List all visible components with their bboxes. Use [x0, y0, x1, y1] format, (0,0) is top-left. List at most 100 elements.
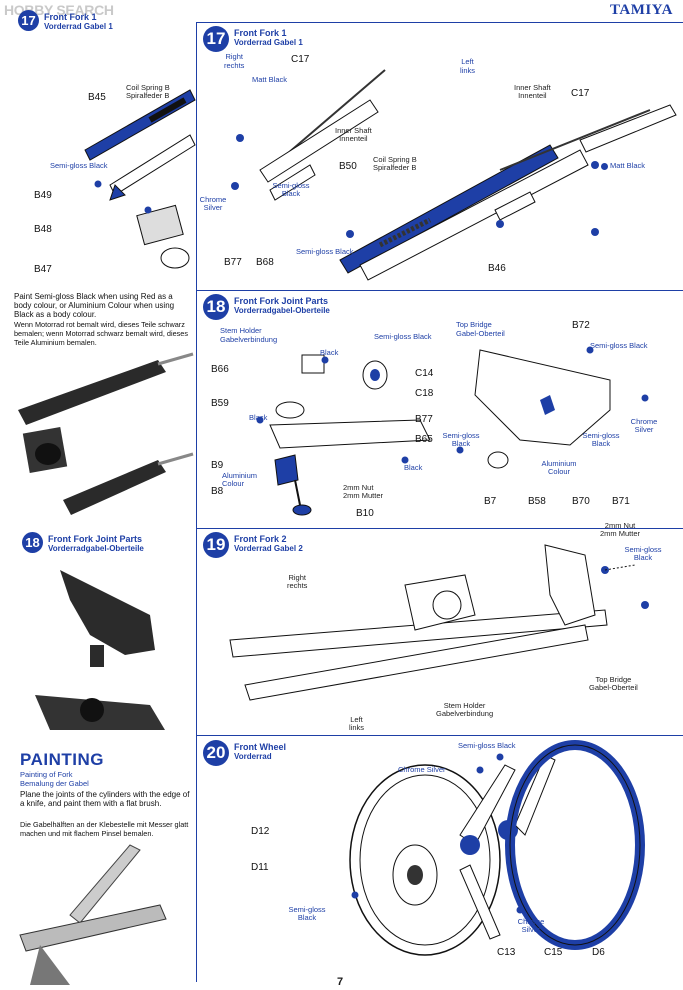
- paint-semi-gloss-2: Semi-gloss Black: [590, 341, 648, 350]
- part-c17-left: C17: [571, 88, 590, 99]
- part-b10: B10: [356, 508, 374, 519]
- fork-photo: [18, 352, 194, 515]
- painting-photo: [19, 844, 167, 985]
- left-step17-heading: 17 Front Fork 1 Vorderrad Gabel 1: [18, 10, 113, 32]
- rule-19: [196, 528, 683, 529]
- painting-text: Plane the joints of the cylinders with t…: [20, 790, 190, 808]
- paint-black-2: Black: [249, 413, 268, 422]
- part-b77: B77: [415, 414, 433, 425]
- paint-semi-gloss: Semi-gloss Black: [50, 161, 108, 170]
- paint-black-1: Black: [320, 348, 339, 357]
- part-b70: B70: [572, 496, 590, 507]
- part-c18: C18: [415, 388, 434, 399]
- painting-subtitle: Painting of Fork: [20, 770, 73, 779]
- part-b46: B46: [488, 263, 506, 274]
- rule-18: [196, 290, 683, 291]
- rule-top: [196, 22, 683, 23]
- paint-note: Paint Semi-gloss Black when using Red as…: [14, 292, 175, 319]
- step-title-de: Vorderradgabel-Oberteile: [234, 306, 330, 315]
- wheel-diagram: [349, 740, 645, 956]
- paint-black-3: Black: [404, 463, 423, 472]
- paint-aluminium-2: Aluminium Colour: [541, 459, 577, 476]
- step-title: Front Fork 1: [44, 12, 97, 22]
- paint-matt-black-2: Matt Black: [601, 162, 645, 170]
- step-title: Front Fork Joint Parts: [48, 534, 143, 544]
- fork2-diagram: [229, 544, 649, 701]
- step19-heading: 19 Front Fork 2 Vorderrad Gabel 2: [203, 532, 303, 558]
- paint-chrome-silver: Chrome Silver: [199, 195, 227, 212]
- painting-subtitle-de: Bemalung der Gabel: [20, 779, 89, 788]
- part-b7: B7: [484, 496, 497, 507]
- page-number: 7: [337, 976, 344, 988]
- paint-semi-gloss-2: Semi-gloss Black: [288, 905, 326, 922]
- step18-heading: 18 Front Fork Joint Parts Vorderradgabel…: [203, 294, 330, 320]
- step-number: 18: [22, 532, 43, 553]
- fork-right-diagram: [84, 89, 196, 269]
- step-title: Front Fork 1: [234, 28, 287, 38]
- paint-chrome-silver-1: Chrome Silver: [398, 765, 446, 774]
- paint-semi-gloss-1: Semi-gloss Black: [458, 741, 516, 750]
- step-title-de: Vorderrad: [234, 752, 272, 761]
- step-title-de: Vorderrad Gabel 2: [234, 544, 303, 553]
- part-d11: D11: [251, 862, 269, 873]
- part-d6: D6: [592, 947, 605, 958]
- part-c14: C14: [415, 368, 434, 379]
- step-number: 17: [18, 10, 39, 31]
- left-step18-heading: 18 Front Fork Joint Parts Vorderradgabel…: [22, 532, 144, 554]
- paint-semi-gloss-1: Semi-gloss Black: [374, 332, 432, 341]
- paint-semi-gloss-4: Semi-gloss Black: [582, 431, 620, 448]
- paint-semi-gloss-3: Semi-gloss Black: [442, 431, 480, 448]
- brand-logo: TAMIYA: [609, 2, 673, 18]
- paint-chrome-silver: Chrome Silver: [630, 417, 658, 434]
- step-title-de: Vorderradgabel-Oberteile: [48, 544, 144, 553]
- part-b77: B77: [224, 257, 242, 268]
- part-d12: D12: [251, 826, 270, 837]
- part-b71: B71: [612, 496, 630, 507]
- step-number: 17: [203, 26, 229, 52]
- part-c17-right: C17: [291, 54, 310, 65]
- part-c13: C13: [497, 947, 516, 958]
- painting-title: PAINTING: [20, 750, 104, 769]
- part-b8: B8: [211, 486, 224, 497]
- paint-semi-gloss: Semi-gloss Black: [624, 545, 662, 562]
- part-b68: B68: [256, 257, 274, 268]
- step-title-de: Vorderrad Gabel 1: [234, 38, 303, 47]
- part-c15: C15: [544, 947, 563, 958]
- painting-text-de: Die Gabelhälften an der Klebestelle mit …: [20, 820, 189, 838]
- paint-note-de: Wenn Motorrad rot bemalt wird, dieses Te…: [14, 320, 188, 347]
- step20-heading: 20 Front Wheel Vorderrad: [203, 740, 286, 766]
- part-b58: B58: [528, 496, 546, 507]
- part-b9: B9: [211, 460, 224, 471]
- column-divider: [196, 22, 197, 982]
- step-number: 19: [203, 532, 229, 558]
- part-b47: B47: [34, 264, 52, 275]
- paint-semi-gloss: Semi-gloss Black: [272, 181, 310, 198]
- step-number: 20: [203, 740, 229, 766]
- step-title-de: Vorderrad Gabel 1: [44, 22, 113, 31]
- joint-parts-diagram: [256, 346, 649, 516]
- part-b49: B49: [34, 190, 52, 201]
- step-title: Front Wheel: [234, 742, 286, 752]
- step17-heading: 17 Front Fork 1 Vorderrad Gabel 1: [203, 26, 303, 52]
- part-b59: B59: [211, 398, 229, 409]
- paint-aluminium-1: Aluminium Colour: [222, 471, 258, 488]
- paint-matt-black: Matt Black: [252, 75, 288, 84]
- painting-section: PAINTING Painting of Fork Bemalung der G…: [20, 750, 104, 788]
- step-title: Front Fork Joint Parts: [234, 296, 329, 306]
- step-title: Front Fork 2: [234, 534, 287, 544]
- joint-parts-photo: [35, 570, 165, 730]
- paint-chrome-silver-2: Chrome Silver: [517, 917, 545, 934]
- paint-semi-gloss-2: Semi-gloss Black: [296, 247, 354, 256]
